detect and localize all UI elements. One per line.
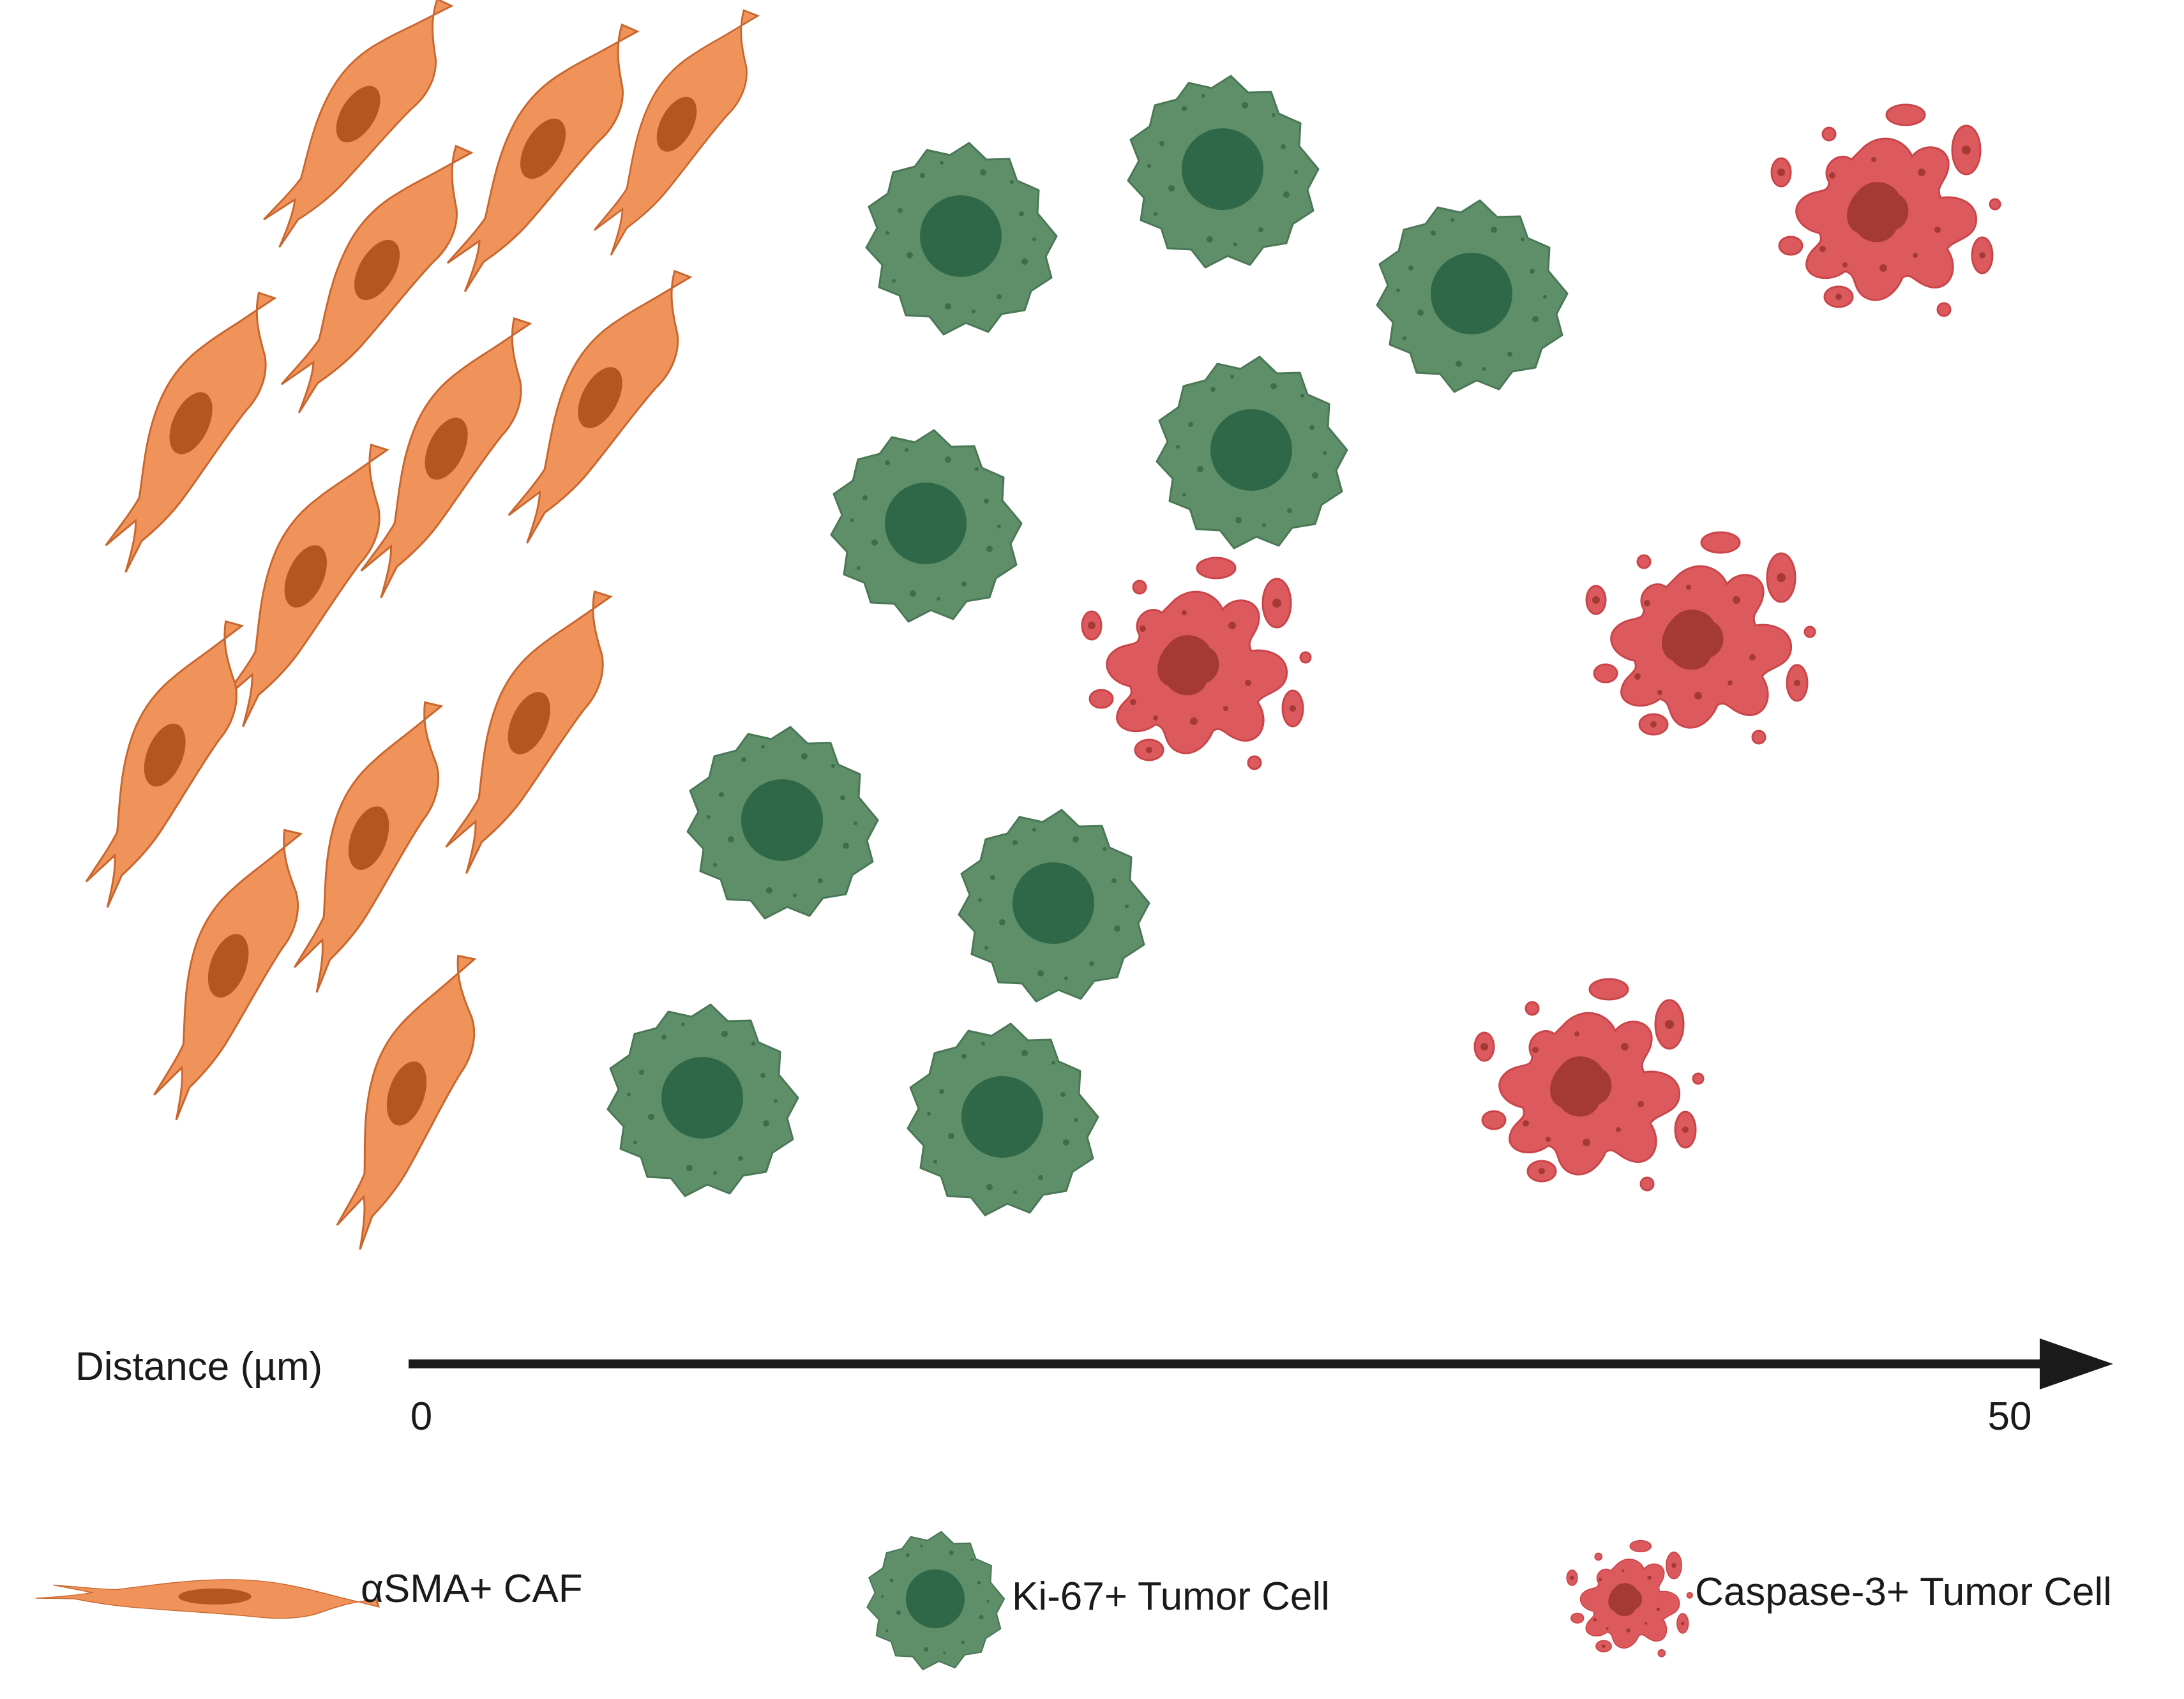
ki67-tumor-cell	[865, 142, 1058, 336]
ki67-tumor-cell	[1156, 356, 1348, 550]
legend-label-casp3: Caspase-3+ Tumor Cell	[1695, 1570, 2112, 1614]
caf-cell	[68, 602, 267, 925]
ki67-tumor-cell	[606, 1003, 799, 1197]
ki67-tumor-cell	[1127, 75, 1320, 269]
caf-cell	[427, 571, 635, 893]
ki67-tumor-cell	[958, 809, 1150, 1003]
axis-end-label: 50	[1988, 1395, 2032, 1439]
caspase3-tumor-cell	[1585, 531, 1816, 745]
caf-cell	[577, 0, 779, 275]
legend-item-ki67: Ki-67+ Tumor Cell	[866, 1531, 1330, 1670]
legend-label-caf: αSMA+ CAF	[361, 1567, 583, 1611]
ki67-tumor-cell-icon	[866, 1531, 1005, 1670]
distance-axis: Distance (µm) 0 50	[75, 1338, 2113, 1439]
caf-cell	[87, 271, 299, 592]
caf-cell	[136, 812, 326, 1137]
legend-item-casp3: Caspase-3+ Tumor Cell	[1566, 1539, 2112, 1658]
ki67-tumor-cell	[1376, 199, 1569, 393]
ki67-tumor-cell	[830, 429, 1023, 623]
legend-item-caf: αSMA+ CAF	[34, 1567, 583, 1620]
axis-start-label: 0	[410, 1395, 432, 1439]
caspase3-tumor-cell	[1473, 978, 1705, 1192]
ki67-tumor-cells	[606, 75, 1569, 1216]
legend: αSMA+ CAF Ki-67+ Tumor Cell Caspase-3+ T…	[34, 1531, 2112, 1670]
caf-cell	[319, 939, 500, 1264]
caf-cell	[276, 684, 467, 1009]
axis-label: Distance (µm)	[75, 1345, 322, 1389]
caf-cell	[489, 248, 714, 565]
ki67-tumor-cell	[907, 1022, 1099, 1216]
caspase3-tumor-cell	[1081, 557, 1312, 770]
legend-label-ki67: Ki-67+ Tumor Cell	[1012, 1575, 1330, 1619]
caspase3-tumor-cell-icon	[1566, 1539, 1693, 1658]
caf-cell-icon	[34, 1578, 380, 1620]
arrow-head-icon	[2040, 1338, 2113, 1389]
ki67-tumor-cell	[686, 726, 879, 920]
caspase3-tumor-cell	[1770, 103, 2001, 317]
